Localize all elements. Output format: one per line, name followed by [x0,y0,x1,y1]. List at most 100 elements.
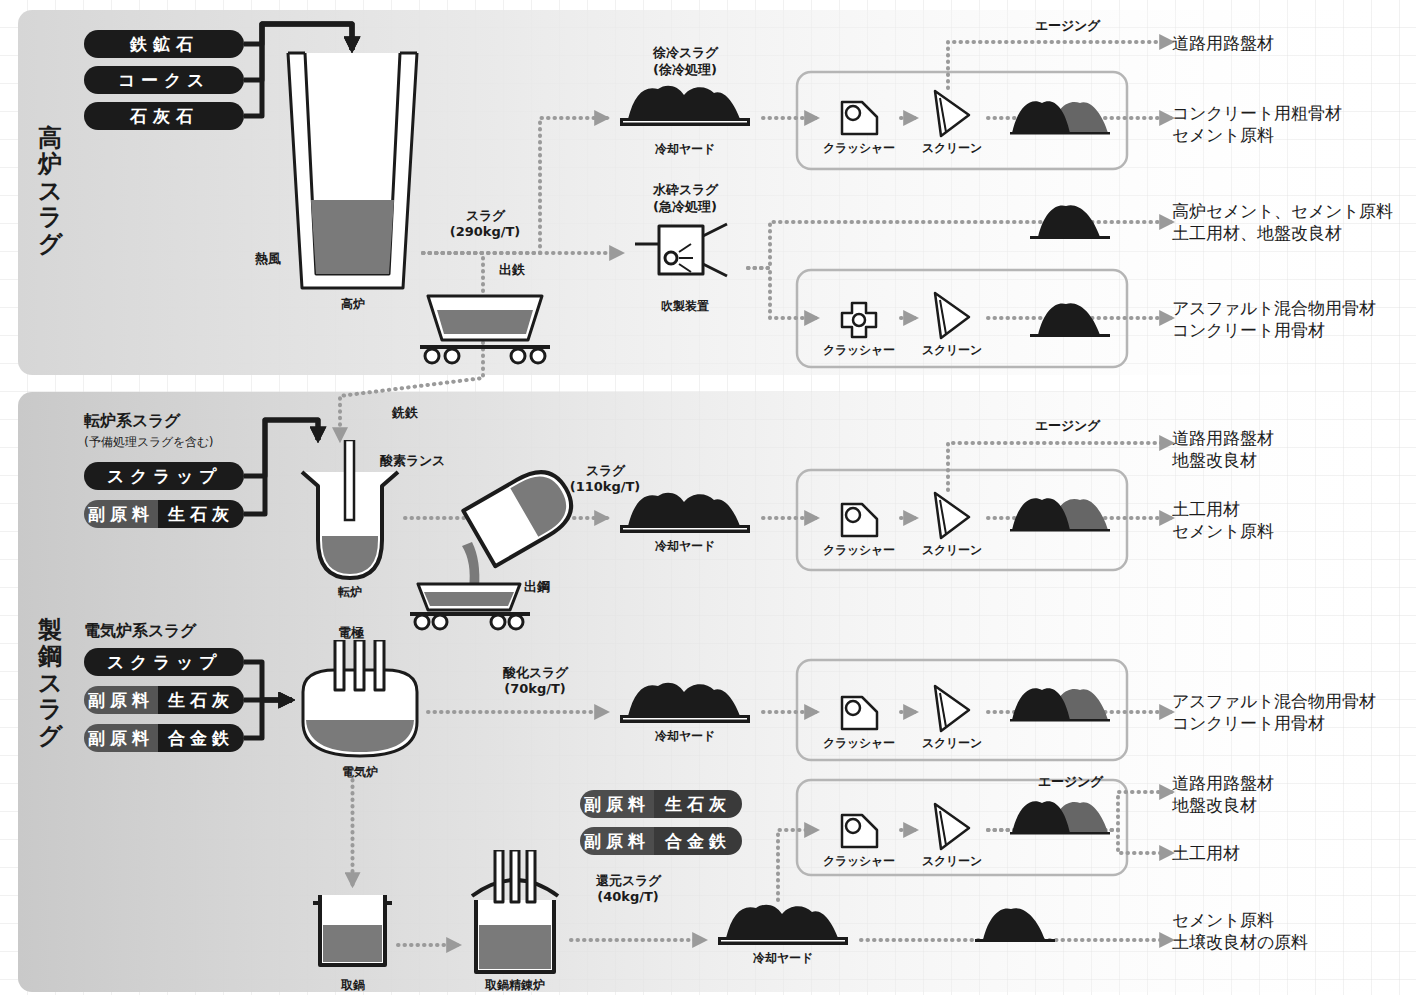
flow-label: スラグ (110kg/T) [565,463,645,495]
equipment-name: 取鍋精錬炉 [459,978,571,993]
slag-type-heading: (急冷処理) [622,199,748,215]
crusher-icon: クラッシャー [817,98,901,156]
cooling-yard: 徐冷スラグ(徐冷処理)冷却ヤード [607,45,763,157]
torpedo-car [420,296,550,363]
flow-arrow [763,516,817,520]
product-name: 道路用路盤材 [1172,32,1274,54]
flow-arrow [398,943,459,947]
material-name: 石灰石 [130,105,199,128]
crusher-icon: クラッシャー [817,811,901,869]
ladle-shape [310,885,395,993]
product-label: コンクリート用粗骨材セメント原料 [1172,102,1342,146]
flow-arrow [428,710,607,714]
equipment-name: クラッシャー [817,343,901,358]
product-label: アスファルト混合物用骨材コンクリート用骨材 [1172,690,1376,734]
flow-arrow [778,830,817,900]
input-material-pill: 副原料合金鉄 [84,724,244,752]
product-name: 道路用路盤材 [1172,427,1274,449]
flow-arrow [901,828,916,832]
flow-arrow [571,938,705,942]
screen-icon: スクリーン [916,290,988,358]
input-material-pill: 副原料合金鉄 [580,827,742,855]
equipment-name: 冷却ヤード [607,729,763,744]
product-label: 道路用路盤材地盤改良材 [1172,427,1274,471]
product-name: セメント原料 [1172,909,1308,931]
equipment-name: スクリーン [916,343,988,358]
granulation-device: 水砕スラグ(急冷処理) 吹製装置 [622,182,748,314]
ladle-refining-furnace: 取鍋精錬炉 [459,850,571,993]
flow-label: エージング [1022,418,1112,434]
annotation-label: 電気炉系スラグ [84,621,196,642]
product-label: 道路用路盤材 [1172,32,1274,54]
slag-type-heading: 徐冷スラグ [607,45,763,61]
equipment-name: 吹製装置 [622,299,748,314]
crusher-icon: クラッシャー [817,300,901,358]
material-name: 合金鉄 [654,827,742,855]
cooling-yard-shape [610,45,760,157]
slag-type-heading: 水砕スラグ [622,182,748,198]
equipment-name: 取鍋 [307,978,398,993]
product-name: 地盤改良材 [1172,794,1274,816]
blast-furnace: 高炉 [282,50,423,312]
flow-label: エージング [1022,18,1112,34]
cooling-yard: 冷却ヤード [607,488,763,554]
material-category: 副原料 [84,686,158,714]
ladle: 取鍋 [307,885,398,993]
input-material-pill: スクラップ [84,462,244,490]
equipment-name: 転炉 [295,585,405,600]
input-material-pill: 副原料生石灰 [580,790,742,818]
product-name: 土工用材 [1172,842,1240,864]
flow-label: 出鉄 [492,262,532,278]
crusher-icon: クラッシャー [817,500,901,558]
tapping-converter [410,461,582,629]
equipment-name: 冷却ヤード [607,539,763,554]
product-name: 土工用材 [1172,498,1274,520]
feed-arrow [244,420,318,476]
feed-arrow [244,700,292,738]
annotation-label: (予備処理スラグを含む) [84,434,213,451]
cooling-yard: 冷却ヤード [607,678,763,744]
flow-arrow [901,316,916,320]
product-label: 道路用路盤材地盤改良材 [1172,772,1274,816]
product-label: アスファルト混合物用骨材コンクリート用骨材 [1172,297,1376,341]
flow-arrow [901,710,916,714]
equipment-name: 冷却ヤード [705,951,861,966]
material-category: 副原料 [580,790,654,818]
equipment-name: スクリーン [916,141,988,156]
flow-label: エージング [1030,774,1110,790]
material-name: スクラップ [107,651,222,674]
product-name: コンクリート用骨材 [1172,712,1376,734]
input-material-pill: スクラップ [84,648,244,676]
flow-label: スラグ (290kg/T) [440,208,530,240]
input-material-pill: 副原料生石灰 [84,686,244,714]
product-name: 地盤改良材 [1172,449,1274,471]
ladle-refining-furnace-shape [462,850,568,993]
material-category: 副原料 [84,500,158,528]
category-title: 高炉スラグ [38,125,62,257]
product-label: セメント原料土壌改良材の原料 [1172,909,1308,953]
input-material-pill: 石灰石 [84,102,244,130]
screen-icon: スクリーン [916,683,988,751]
equipment-name: スクリーン [916,736,988,751]
screen-icon: スクリーン [916,801,988,869]
material-name: コークス [118,69,210,92]
input-material-pill: 鉄鉱石 [84,30,244,58]
product-label: 高炉セメント、セメント原料土工用材、地盤改良材 [1172,200,1393,244]
flow-arrow [763,710,817,714]
equipment-name: クラッシャー [817,543,901,558]
screen-icon: スクリーン [916,88,988,156]
blast-furnace-shape [285,50,420,312]
category-title: 製鋼スラグ [38,617,62,749]
material-name: 生石灰 [654,790,742,818]
equipment-name: クラッシャー [817,736,901,751]
flow-arrow [351,780,355,885]
product-name: セメント原料 [1172,124,1342,146]
flow-arrow [423,251,622,255]
material-name: 鉄鉱石 [130,33,199,56]
annotation-label: 銑鉄 [392,404,418,422]
slag-type-heading: (徐冷処理) [607,62,763,78]
product-name: アスファルト混合物用骨材 [1172,297,1376,319]
flow-label: 酸化スラグ (70kg/T) [480,665,590,697]
equipment-name: クラッシャー [817,854,901,869]
